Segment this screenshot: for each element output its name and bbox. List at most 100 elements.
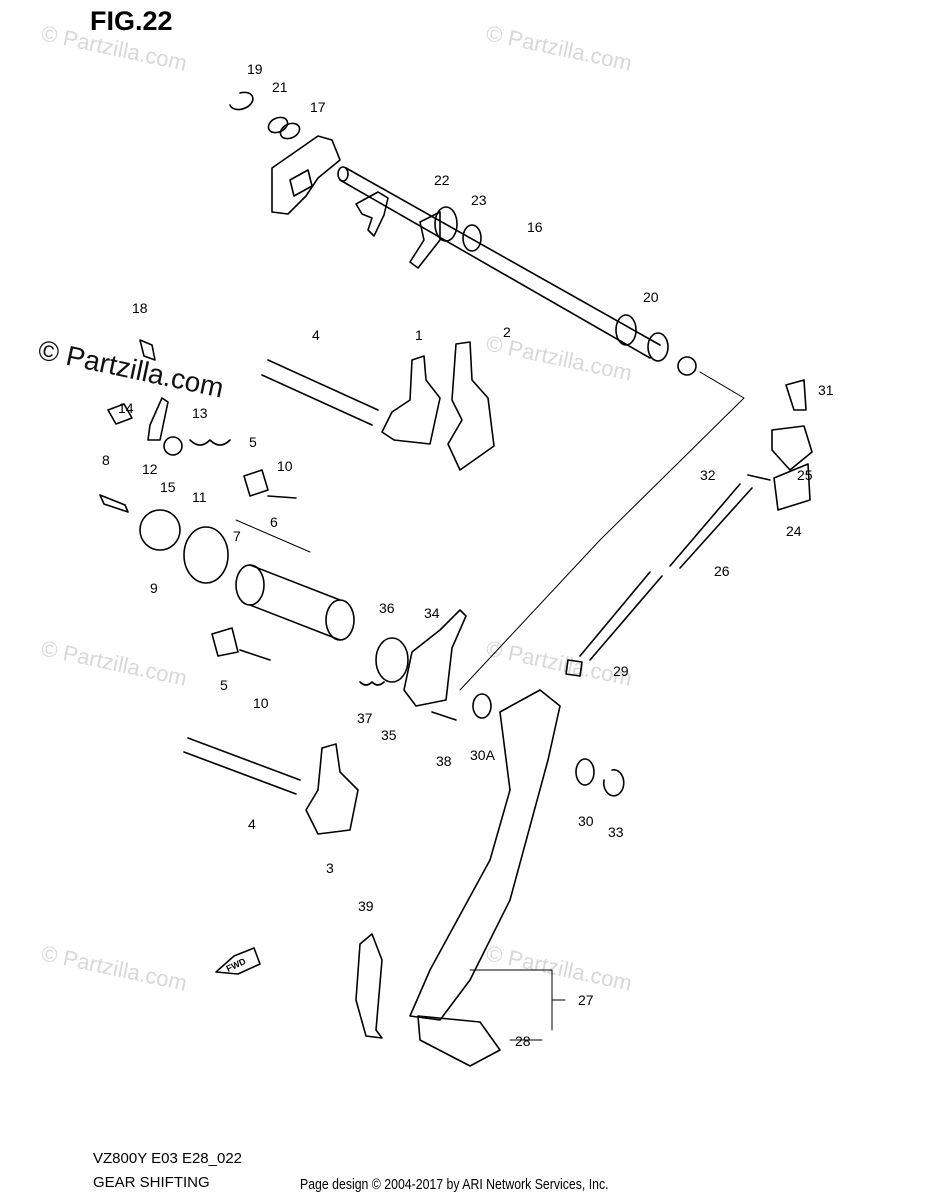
cam-9	[139, 509, 181, 551]
rod-end-32	[747, 474, 771, 481]
callout-25: 25	[797, 467, 813, 483]
bolt-14	[107, 403, 133, 425]
circlip-19	[229, 91, 254, 111]
watermark-tiles: © Partzilla.com © Partzilla.com © Partzi…	[39, 20, 634, 995]
callout-30A: 30A	[470, 747, 496, 763]
bracket-27	[469, 969, 566, 1031]
shift-fork-3	[305, 743, 359, 835]
callout-8: 8	[102, 452, 110, 468]
fork-rod-4-lower	[183, 737, 301, 795]
bolt-38	[431, 711, 457, 721]
stopper-plate-5-upper	[243, 469, 269, 497]
callout-34: 34	[424, 605, 440, 621]
page-credit: Page design © 2004-2017 by ARI Network S…	[300, 1176, 609, 1193]
callout-9: 9	[150, 580, 158, 596]
callout-23: 23	[471, 192, 487, 208]
shift-shaft-16	[337, 166, 661, 359]
oring-36	[375, 637, 409, 683]
shaft-fork-b	[409, 211, 441, 269]
callout-17: 17	[310, 99, 326, 115]
callout-10b: 10	[253, 695, 269, 711]
bolt-31	[785, 379, 807, 411]
stopper-12	[147, 397, 169, 441]
callout-3: 3	[326, 860, 334, 876]
callout-28: 28	[515, 1033, 531, 1049]
callout-26: 26	[714, 563, 730, 579]
bearing-11	[183, 526, 229, 584]
callout-7: 7	[233, 528, 241, 544]
callout-22: 22	[434, 172, 450, 188]
callout-31: 31	[818, 382, 834, 398]
circlip-33	[602, 769, 625, 797]
washer-30	[575, 758, 595, 786]
callout-19: 19	[247, 61, 263, 77]
callout-13: 13	[192, 405, 208, 421]
link-rod-lower	[579, 571, 663, 661]
shift-lever-27	[409, 689, 561, 1021]
callout-6: 6	[270, 514, 278, 530]
fwd-arrow-icon	[215, 947, 261, 975]
shift-fork-2	[447, 341, 495, 471]
watermark-tile: © Partzilla.com	[39, 20, 189, 75]
shift-arm-34	[403, 609, 467, 707]
washer-15	[163, 436, 183, 456]
washer-30A	[472, 693, 492, 719]
assembly-line-drum	[235, 519, 311, 553]
callout-2: 2	[503, 324, 511, 340]
callout-38: 38	[436, 753, 452, 769]
spring-37	[359, 681, 385, 686]
callout-15: 15	[160, 479, 176, 495]
joint-25	[771, 425, 813, 471]
callout-30: 30	[578, 813, 594, 829]
callout-labels: 19 21 17 22 23 16 20 18 4 1 2 31 14 13 5…	[102, 61, 834, 1049]
link-39	[355, 933, 383, 1039]
callout-12: 12	[142, 461, 158, 477]
nut-29	[565, 659, 583, 677]
callout-10a: 10	[277, 458, 293, 474]
washer-20a	[677, 356, 697, 376]
shift-drum-6	[235, 564, 355, 641]
assembly-line-main	[459, 371, 745, 691]
callout-5a: 5	[249, 434, 257, 450]
pin-8	[99, 494, 129, 513]
callout-27: 27	[578, 992, 594, 1008]
callout-35: 35	[381, 727, 397, 743]
shift-fork-1	[381, 355, 441, 445]
bolt-18	[139, 339, 156, 361]
watermark-tile: © Partzilla.com	[484, 940, 634, 995]
diagram-code: VZ800Y E03 E28_022	[93, 1150, 243, 1167]
callout-21: 21	[272, 79, 288, 95]
callout-4b: 4	[248, 816, 256, 832]
callout-18: 18	[132, 300, 148, 316]
callout-11: 11	[192, 489, 207, 505]
callout-1: 1	[415, 327, 423, 343]
callout-36: 36	[379, 600, 395, 616]
screw-10-upper	[267, 495, 297, 499]
plate-24	[773, 463, 811, 511]
bushing-21	[267, 116, 301, 140]
callout-16: 16	[527, 219, 543, 235]
spring-13	[189, 439, 231, 446]
screw-10-lower	[239, 649, 271, 661]
callout-5b: 5	[220, 677, 228, 693]
callout-24: 24	[786, 523, 802, 539]
callout-33: 33	[608, 824, 624, 840]
watermark-tile: © Partzilla.com	[484, 20, 634, 75]
watermark-tile: © Partzilla.com	[39, 940, 189, 995]
shift-plate-17	[271, 135, 341, 215]
watermark-tile: © Partzilla.com	[39, 635, 189, 690]
shaft-fork-a	[355, 191, 389, 237]
callout-14: 14	[118, 400, 134, 416]
diagram-name: GEAR SHIFTING	[93, 1174, 210, 1191]
fork-rod-4-upper	[261, 359, 379, 426]
callout-29: 29	[613, 663, 629, 679]
watermark-tile: © Partzilla.com	[484, 635, 634, 690]
callout-39: 39	[358, 898, 374, 914]
stopper-plate-5-lower	[211, 627, 239, 657]
lever-rubber-28	[417, 1015, 501, 1067]
callout-32: 32	[700, 467, 716, 483]
bearing-20	[647, 332, 669, 362]
callout-4a: 4	[312, 327, 320, 343]
